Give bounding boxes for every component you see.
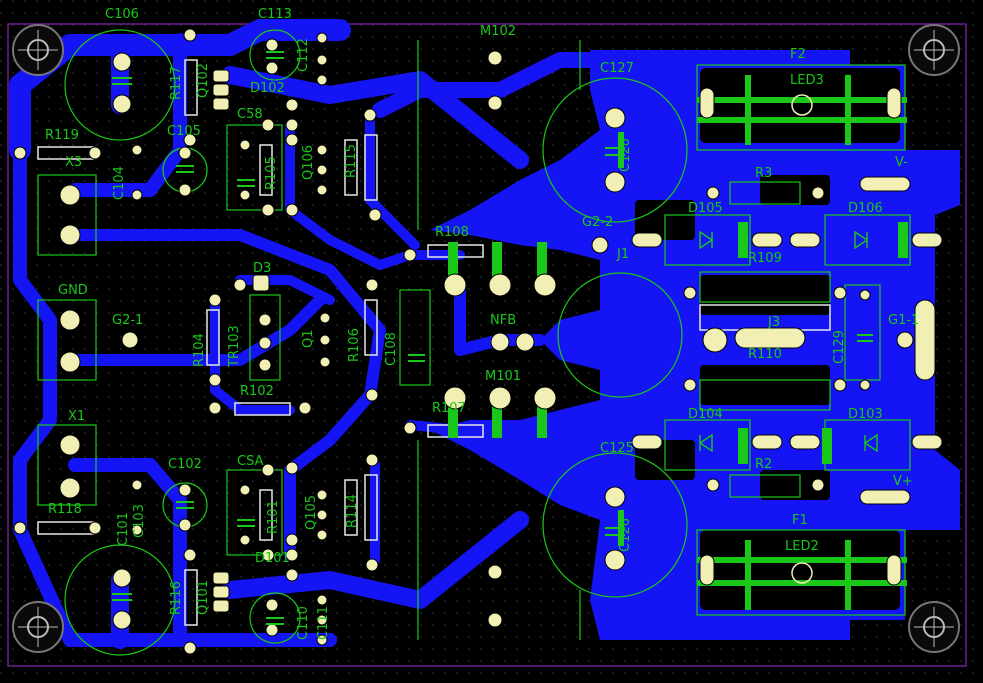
component-label: TR103 bbox=[227, 325, 242, 368]
component-label: G2-2 bbox=[582, 215, 613, 230]
component-label: R115 bbox=[344, 144, 359, 178]
mounting-holes bbox=[12, 24, 960, 653]
component-label: C103 bbox=[132, 504, 147, 538]
capacitor-marks bbox=[112, 51, 873, 625]
component-label: D101 bbox=[255, 551, 290, 566]
component-label: M102 bbox=[480, 24, 516, 39]
component-label: R108 bbox=[435, 225, 469, 240]
component-label: R102 bbox=[240, 384, 274, 399]
board-outline bbox=[7, 23, 967, 667]
component-label: Q105 bbox=[304, 495, 319, 530]
component-label: D102 bbox=[250, 81, 285, 96]
component-label: NFB bbox=[490, 313, 516, 328]
component-label: R2 bbox=[755, 457, 772, 472]
component-label: X3 bbox=[65, 155, 82, 170]
component-label: C101 bbox=[116, 512, 131, 546]
component-label: D106 bbox=[848, 201, 883, 216]
component-label: C127 bbox=[600, 61, 634, 76]
component-label: C111 bbox=[316, 606, 331, 640]
mounting-hole-bottom-right bbox=[908, 601, 960, 653]
pads bbox=[13, 28, 914, 655]
component-label: C113 bbox=[258, 7, 292, 22]
component-label: Q102 bbox=[196, 63, 211, 98]
component-label: D105 bbox=[688, 201, 723, 216]
component-label: F2 bbox=[790, 47, 806, 62]
component-label: V+ bbox=[893, 474, 913, 489]
component-label: C108 bbox=[384, 332, 399, 366]
component-label: C106 bbox=[105, 7, 139, 22]
component-label: R118 bbox=[48, 502, 82, 517]
component-label: J3 bbox=[767, 315, 780, 330]
component-label: M101 bbox=[485, 369, 521, 384]
silkscreen-layer bbox=[37, 29, 911, 656]
component-label: R3 bbox=[755, 166, 772, 181]
component-label: C105 bbox=[167, 124, 201, 139]
component-label: LED3 bbox=[790, 73, 824, 88]
component-label: R109 bbox=[748, 251, 782, 266]
led-marks bbox=[791, 94, 813, 584]
component-label: C110 bbox=[296, 606, 311, 640]
component-label: G1-1 bbox=[888, 313, 919, 328]
component-label: C112 bbox=[296, 38, 311, 72]
component-label: R101 bbox=[266, 500, 281, 534]
component-label: CSA bbox=[237, 454, 264, 469]
component-label: C102 bbox=[168, 457, 202, 472]
component-label: C104 bbox=[112, 166, 127, 200]
component-label: R106 bbox=[347, 328, 362, 362]
component-label: C125 bbox=[600, 441, 634, 456]
oval-pads bbox=[212, 69, 943, 613]
mounting-hole-top-right bbox=[908, 24, 960, 76]
component-label: V- bbox=[895, 155, 908, 170]
mounting-hole-top-left bbox=[12, 24, 64, 76]
component-label: C129 bbox=[832, 330, 847, 364]
component-label: D104 bbox=[688, 407, 723, 422]
component-label: F1 bbox=[792, 513, 808, 528]
diode-marks bbox=[698, 230, 878, 453]
component-label: D103 bbox=[848, 407, 883, 422]
component-label: R105 bbox=[264, 156, 279, 190]
mounting-hole-bottom-left bbox=[12, 601, 64, 653]
component-label: R110 bbox=[748, 347, 782, 362]
component-label: G2-1 bbox=[112, 313, 143, 328]
component-label: X1 bbox=[68, 409, 85, 424]
component-label: J1 bbox=[616, 247, 629, 262]
component-label: Q101 bbox=[196, 580, 211, 615]
component-label: R104 bbox=[192, 333, 207, 367]
component-label: R119 bbox=[45, 128, 79, 143]
component-label: D3 bbox=[253, 261, 271, 276]
component-label: R107 bbox=[432, 401, 466, 416]
component-label: Q106 bbox=[301, 145, 316, 180]
component-label: Q1 bbox=[301, 329, 316, 348]
component-label: R114 bbox=[345, 494, 360, 528]
component-label: LED2 bbox=[785, 539, 819, 554]
component-label: C126 bbox=[618, 518, 633, 552]
component-label: GND bbox=[58, 283, 88, 298]
component-label: C58 bbox=[237, 107, 263, 122]
component-label: C128 bbox=[618, 138, 633, 172]
component-label: R116 bbox=[169, 581, 184, 615]
component-label: R117 bbox=[169, 66, 184, 100]
